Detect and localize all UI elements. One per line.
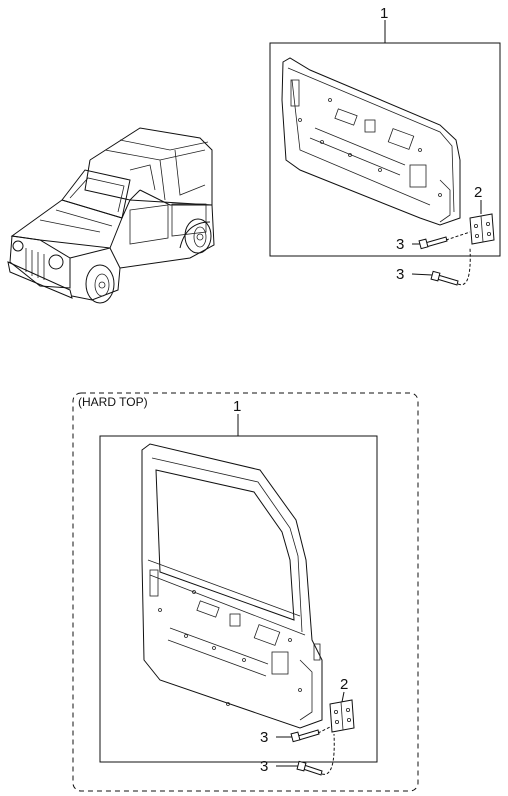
front-wheel: [85, 264, 115, 304]
door-panel-soft-top: [281, 57, 461, 226]
callout-3-top-b: 3: [396, 266, 404, 283]
door-panel-hard-top: [141, 443, 323, 729]
hard-top-label: (HARD TOP): [78, 395, 148, 409]
hard-top-bolt-a: [290, 729, 320, 743]
callout-3-top-a: 3: [396, 236, 404, 253]
hard-top-bolt-b: [296, 760, 323, 776]
top-hinge: [469, 213, 495, 245]
hard-top-hinge: [329, 699, 355, 733]
callout-1-hard-top: 1: [233, 398, 241, 415]
top-door-assembly: 1 2: [269, 5, 501, 286]
hard-top-group: (HARD TOP) 1: [72, 392, 419, 792]
callout-2-hard-top: 2: [340, 676, 348, 693]
top-bolt-a: [418, 236, 448, 250]
callout-3-hard-top-b: 3: [260, 758, 268, 775]
door-window-opening: [155, 469, 295, 621]
callout-3-hard-top-a: 3: [260, 729, 268, 746]
hard-top-dashed-frame: [72, 392, 419, 792]
vehicle-illustration: [7, 127, 215, 304]
callout-2-top: 2: [474, 184, 482, 201]
top-bolt-b: [430, 270, 459, 286]
callout-1-top: 1: [380, 5, 388, 22]
